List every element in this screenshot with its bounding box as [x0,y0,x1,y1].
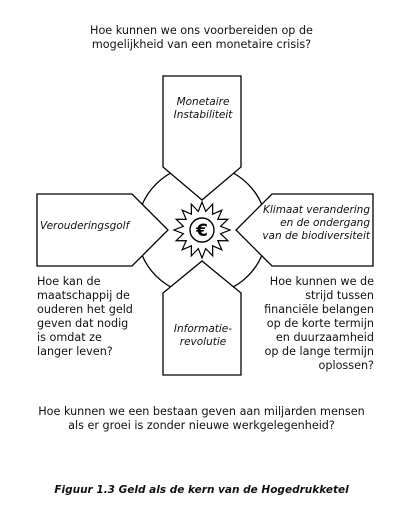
arrow-right-klimaatverandering [235,193,374,267]
question-bottom: Hoe kunnen we een bestaan geven aan milj… [38,405,365,432]
arrow-right-label: Klimaat verandering en de ondergang van … [262,204,370,242]
euro-icon: € [195,221,208,241]
question-right: Hoe kunnen we de strijd tussen financiël… [264,275,374,372]
arrow-bottom-informatierevolutie [162,260,242,376]
arrow-top-monetaire-instabiliteit [162,75,242,201]
figure-caption: Figuur 1.3 Geld als de kern van de Hoged… [54,484,349,496]
arrow-left-label: Verouderingsgolf [40,220,130,232]
question-top: Hoe kunnen we ons voorbereiden op de mog… [90,24,313,51]
question-left: Hoe kan de maatschappij de ouderen het g… [37,275,133,358]
arrow-bottom-label: Informatie-revolutie [173,323,233,348]
arrow-left-verouderingsgolf [36,193,169,267]
arrow-top-label: Monetaire Instabiliteit [173,96,233,121]
euro-circle [189,217,215,243]
